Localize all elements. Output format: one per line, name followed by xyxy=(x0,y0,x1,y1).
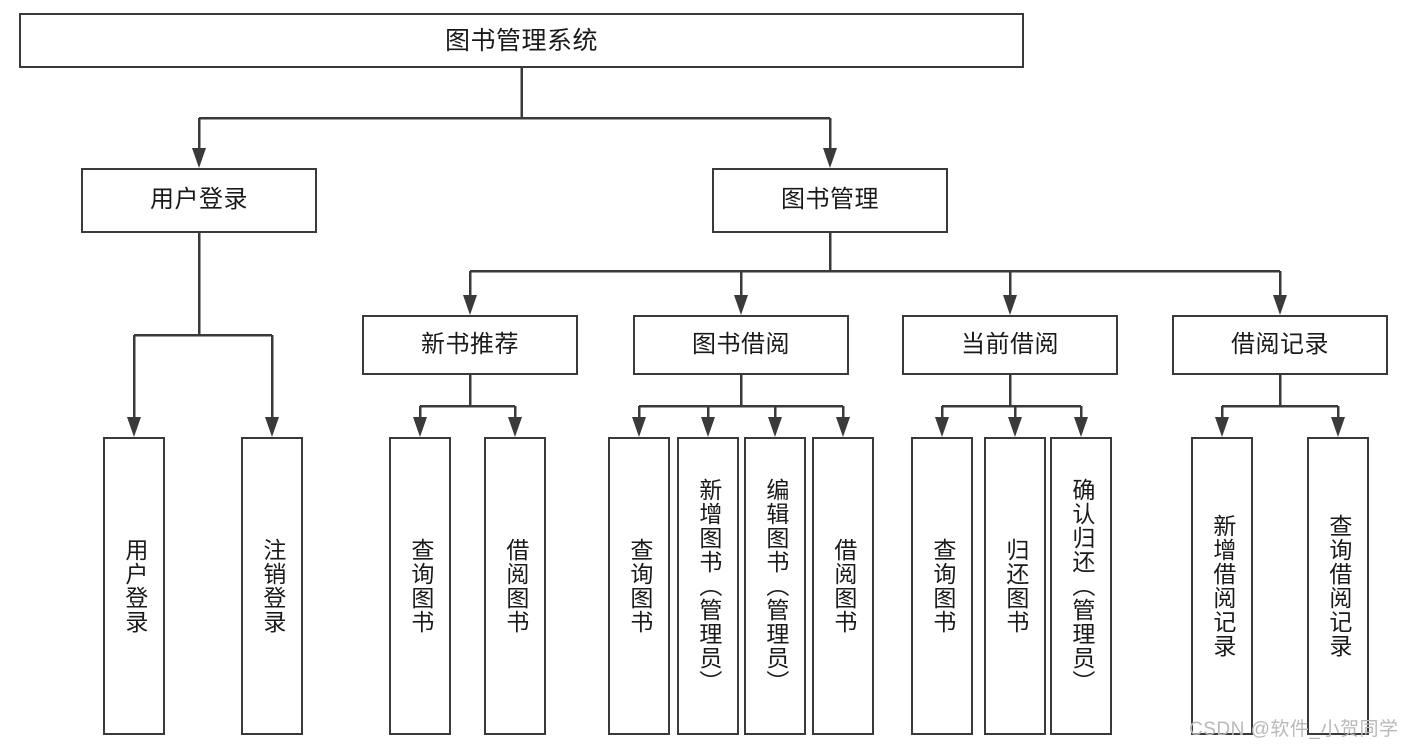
node-box-u2[interactable]: 注销登录 xyxy=(241,437,303,735)
node-label: 查询图书 xyxy=(929,538,956,634)
node-box-root[interactable]: 图书管理系统 xyxy=(19,13,1024,68)
node-box-l1b[interactable]: 图书管理 xyxy=(712,168,948,233)
node-box-b1[interactable]: 查询图书 xyxy=(608,437,670,735)
node-label: 图书借阅 xyxy=(692,330,790,358)
node-box-c1[interactable]: 查询图书 xyxy=(911,437,973,735)
node-label: 新增借阅记录 xyxy=(1209,514,1236,658)
node-label: 用户登录 xyxy=(121,538,148,634)
node-box-u1[interactable]: 用户登录 xyxy=(103,437,165,735)
node-box-c2[interactable]: 归还图书 xyxy=(984,437,1046,735)
node-label: 图书管理系统 xyxy=(444,26,598,55)
node-label: 用户登录 xyxy=(150,186,248,214)
node-label: 编辑图书（管理员） xyxy=(762,478,789,694)
watermark-label: CSDN @软件_小贺同学 xyxy=(1189,719,1399,740)
node-box-l2c[interactable]: 当前借阅 xyxy=(902,315,1118,375)
node-label: 注销登录 xyxy=(259,538,286,634)
node-label: 新增图书（管理员） xyxy=(695,478,722,694)
node-label: 借阅图书 xyxy=(830,538,857,634)
node-box-b3[interactable]: 编辑图书（管理员） xyxy=(744,437,806,735)
node-box-b4[interactable]: 借阅图书 xyxy=(812,437,874,735)
node-box-l2d[interactable]: 借阅记录 xyxy=(1172,315,1388,375)
node-box-l2b[interactable]: 图书借阅 xyxy=(633,315,849,375)
node-label: 借阅图书 xyxy=(502,538,529,634)
node-box-b2[interactable]: 新增图书（管理员） xyxy=(677,437,739,735)
node-box-l1a[interactable]: 用户登录 xyxy=(81,168,317,233)
node-label: 查询图书 xyxy=(626,538,653,634)
node-box-r1[interactable]: 新增借阅记录 xyxy=(1191,437,1253,735)
node-box-n2[interactable]: 借阅图书 xyxy=(484,437,546,735)
node-label: 图书管理 xyxy=(781,186,879,214)
node-label: 归还图书 xyxy=(1002,538,1029,634)
node-label: 查询图书 xyxy=(407,538,434,634)
node-label: 查询借阅记录 xyxy=(1325,514,1352,658)
node-box-c3[interactable]: 确认归还（管理员） xyxy=(1050,437,1112,735)
node-box-n1[interactable]: 查询图书 xyxy=(389,437,451,735)
node-label: 新书推荐 xyxy=(421,330,519,358)
node-label: 当前借阅 xyxy=(961,330,1059,358)
node-box-l2a[interactable]: 新书推荐 xyxy=(362,315,578,375)
node-box-r2[interactable]: 查询借阅记录 xyxy=(1307,437,1369,735)
node-label: 确认归还（管理员） xyxy=(1068,478,1095,694)
node-label: 借阅记录 xyxy=(1231,330,1329,358)
